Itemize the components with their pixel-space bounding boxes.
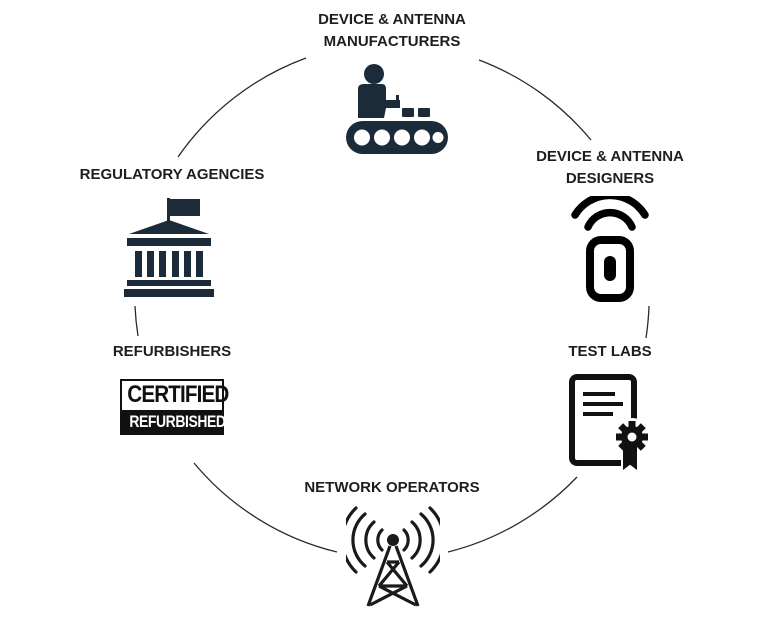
arc-designers-testlabs: [645, 305, 650, 339]
arc-manufacturers-designers: [478, 59, 592, 141]
badge-refurbished-text: REFURBISHED: [129, 412, 226, 431]
designers-label: DEVICE & ANTENNA DESIGNERS: [510, 146, 710, 190]
arc-regulatory-manufacturers: [177, 57, 307, 158]
certificate-document-icon: [569, 374, 651, 474]
designers-label-line1: DEVICE & ANTENNA: [536, 148, 684, 165]
manufacturers-label-line2: MANUFACTURERS: [323, 33, 461, 50]
refurbishers-label-text: REFURBISHERS: [112, 343, 232, 360]
network-operators-label: NETWORK OPERATORS: [282, 477, 502, 499]
regulatory-agencies-label-text: REGULATORY AGENCIES: [79, 166, 265, 183]
test-labs-label-text: TEST LABS: [568, 343, 652, 360]
certified-refurbished-badge-icon: CERTIFIED REFURBISHED: [120, 379, 229, 435]
network-operators-label-text: NETWORK OPERATORS: [304, 479, 480, 496]
conveyor-worker-icon: [346, 64, 448, 154]
arc-operators-refurbishers: [193, 462, 338, 553]
regulatory-agencies-label: REGULATORY AGENCIES: [62, 164, 282, 186]
refurbishers-label: REFURBISHERS: [102, 341, 242, 363]
test-labs-label: TEST LABS: [540, 341, 680, 363]
wireless-remote-icon: [571, 196, 649, 302]
arc-refurbishers-regulatory: [134, 305, 139, 337]
manufacturers-label: DEVICE & ANTENNA MANUFACTURERS: [292, 9, 492, 53]
radio-tower-icon: [346, 506, 440, 607]
manufacturers-label-line1: DEVICE & ANTENNA: [318, 11, 466, 28]
badge-certified-text: CERTIFIED: [127, 381, 229, 408]
government-building-icon: [124, 198, 214, 297]
arc-testlabs-operators: [447, 476, 578, 553]
designers-label-line2: DESIGNERS: [565, 170, 655, 187]
